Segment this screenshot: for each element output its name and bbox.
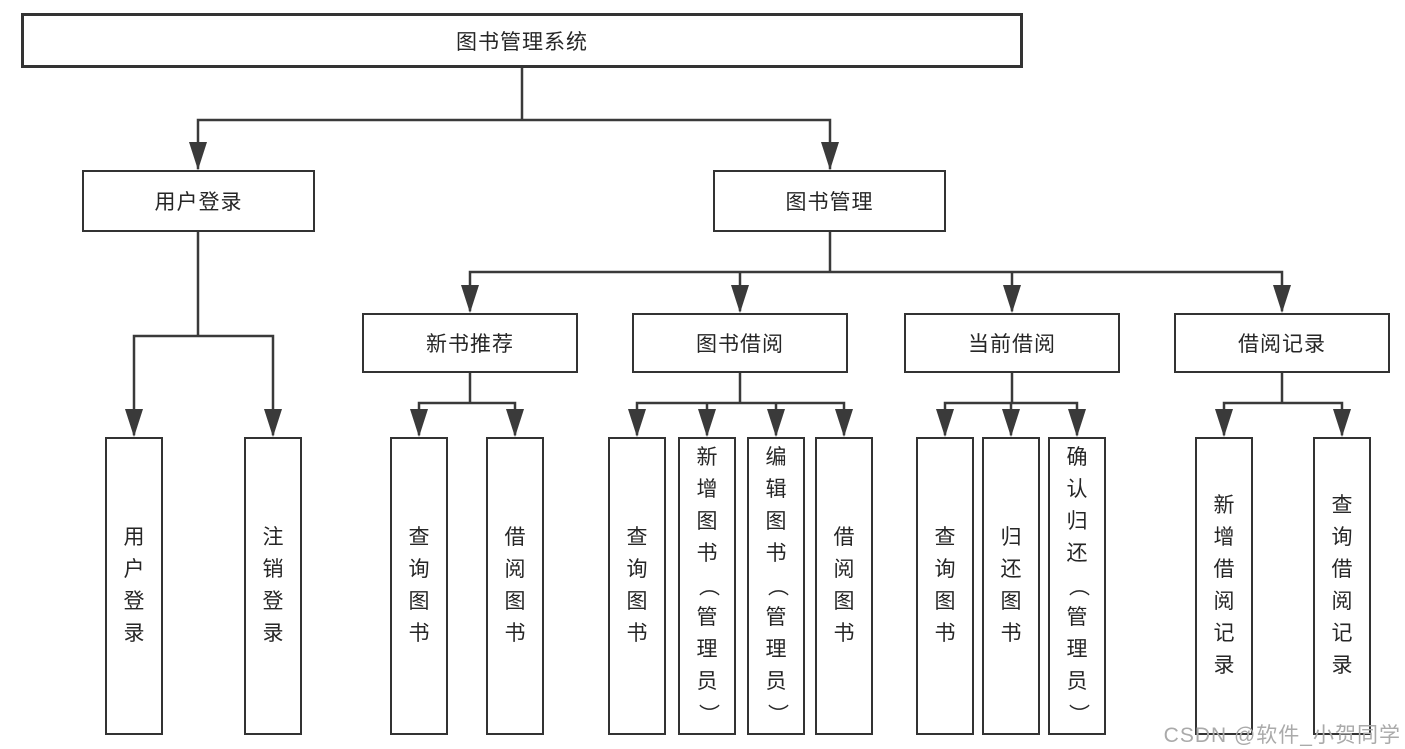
node-current-borrow-label: 当前借阅 [968,333,1056,356]
node-book-management: 图书管理 [713,170,946,232]
node-user-login-label: 用户登录 [154,191,243,214]
node-query-book-borrow: 查询图书 [608,437,666,735]
node-new-book-recommend: 新书推荐 [362,313,578,373]
node-book-borrow: 图书借阅 [632,313,848,373]
node-book-borrow-label: 图书借阅 [696,333,784,356]
node-logout: 注销登录 [244,437,302,735]
node-confirm-return-admin: 确认归还（管理员） [1048,437,1106,735]
node-current-borrow: 当前借阅 [904,313,1120,373]
node-add-borrow-record: 新增借阅记录 [1195,437,1253,735]
node-book-management-label: 图书管理 [785,191,874,214]
node-root-label: 图书管理系统 [456,30,588,54]
node-borrow-record-label: 借阅记录 [1238,333,1326,356]
node-query-borrow-record: 查询借阅记录 [1313,437,1371,735]
node-root: 图书管理系统 [21,13,1023,68]
node-borrow-book-recommend: 借阅图书 [486,437,544,735]
node-user-login: 用户登录 [82,170,315,232]
connector-path [132,66,1344,436]
node-edit-book-admin: 编辑图书（管理员） [747,437,805,735]
node-add-book-admin: 新增图书（管理员） [678,437,736,735]
node-query-book-recommend: 查询图书 [390,437,448,735]
node-query-book-current: 查询图书 [916,437,974,735]
node-new-book-recommend-label: 新书推荐 [426,333,514,356]
node-borrow-record: 借阅记录 [1174,313,1390,373]
watermark: CSDN @软件_小贺同学 [1163,724,1401,747]
node-return-book: 归还图书 [982,437,1040,735]
node-user-login-action: 用户登录 [105,437,163,735]
node-borrow-book: 借阅图书 [815,437,873,735]
arrowhead-icons [125,142,1351,437]
